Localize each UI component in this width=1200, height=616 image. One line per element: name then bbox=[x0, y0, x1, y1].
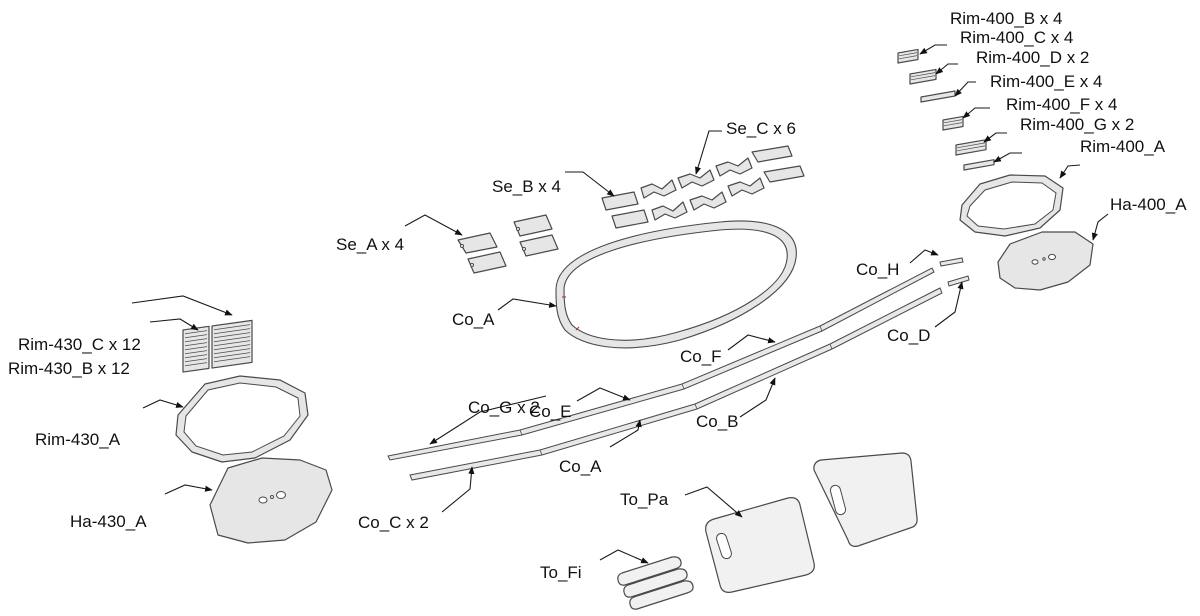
label-rim-400-d: Rim-400_D x 2 bbox=[976, 48, 1089, 67]
label-rim-400-e: Rim-400_E x 4 bbox=[990, 72, 1102, 91]
label-se-b: Se_B x 4 bbox=[492, 177, 561, 196]
ha-400-a-plate bbox=[997, 231, 1094, 291]
ha-430-a-plate bbox=[209, 457, 333, 544]
co-a-loop bbox=[555, 220, 797, 349]
se-a-parts bbox=[457, 214, 559, 274]
label-co-a-bottom: Co_A bbox=[559, 457, 602, 476]
label-co-g: Co_G x 2 bbox=[468, 398, 540, 417]
label-co-e: Co_E bbox=[529, 402, 572, 421]
part-labels: Rim-430_C x 12 Rim-430_B x 12 Rim-430_A … bbox=[8, 9, 1187, 582]
se-b-parts bbox=[601, 179, 688, 229]
co-h-piece bbox=[939, 257, 964, 267]
co-lower-rail bbox=[409, 287, 943, 481]
label-se-c: Se_C x 6 bbox=[726, 119, 796, 138]
label-rim-400-f: Rim-400_F x 4 bbox=[1006, 95, 1117, 114]
label-rim-400-g: Rim-400_G x 2 bbox=[1020, 115, 1134, 134]
label-ha-400-a: Ha-400_A bbox=[1110, 195, 1187, 214]
label-to-fi: To_Fi bbox=[540, 563, 582, 582]
se-c-parts bbox=[677, 145, 805, 211]
label-co-c: Co_C x 2 bbox=[358, 513, 429, 532]
label-se-a: Se_A x 4 bbox=[336, 235, 404, 254]
label-co-d: Co_D bbox=[887, 326, 930, 345]
rim-430-strip-stack bbox=[182, 319, 253, 373]
label-rim-400-b: Rim-400_B x 4 bbox=[950, 9, 1062, 28]
label-co-f: Co_F bbox=[680, 347, 722, 366]
rim-430-a-ring bbox=[175, 375, 309, 463]
to-pa-boards bbox=[705, 452, 918, 593]
label-rim-430-c: Rim-430_C x 12 bbox=[18, 335, 141, 354]
label-rim-430-b: Rim-430_B x 12 bbox=[8, 359, 130, 378]
rim-400-strips bbox=[897, 48, 995, 171]
co-upper-rail bbox=[387, 267, 935, 461]
label-ha-430-a: Ha-430_A bbox=[70, 512, 147, 531]
label-rim-400-a: Rim-400_A bbox=[1080, 137, 1166, 156]
label-co-h: Co_H bbox=[856, 260, 899, 279]
label-co-a-top: Co_A bbox=[452, 310, 495, 329]
label-to-pa: To_Pa bbox=[620, 490, 669, 509]
label-rim-430-a: Rim-430_A bbox=[35, 430, 121, 449]
label-co-b: Co_B bbox=[696, 412, 739, 431]
co-d-piece bbox=[947, 275, 970, 287]
to-fi-pieces bbox=[617, 556, 694, 610]
label-rim-400-c: Rim-400_C x 4 bbox=[960, 28, 1073, 47]
rim-400-a-ring bbox=[959, 174, 1064, 237]
leader-lines bbox=[131, 44, 1109, 564]
